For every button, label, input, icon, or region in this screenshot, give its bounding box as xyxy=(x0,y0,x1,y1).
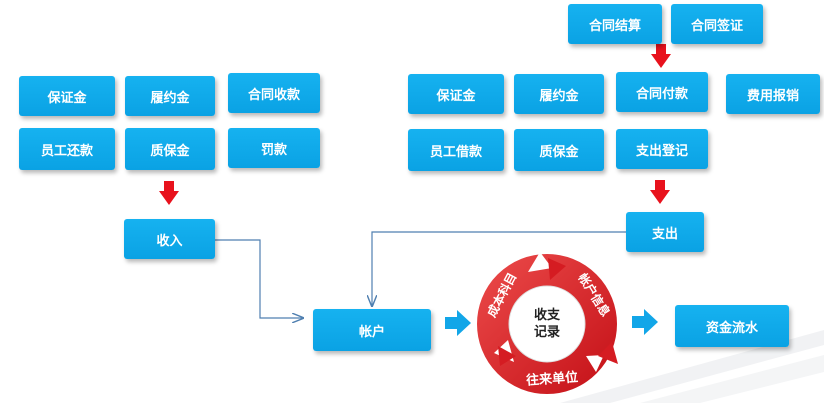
box-contract-settlement: 合同结算 xyxy=(568,4,662,44)
box-deposit-left: 保证金 xyxy=(19,76,115,116)
cycle-center-disc xyxy=(508,285,586,363)
red-down-arrow-right xyxy=(650,180,670,204)
red-down-arrow-left xyxy=(159,181,179,205)
box-performance-right-label: 履约金 xyxy=(539,88,579,104)
box-expense-registration-label: 支出登记 xyxy=(635,143,688,159)
box-contract-settlement-label: 合同结算 xyxy=(588,18,641,34)
box-penalty: 罚款 xyxy=(228,128,320,168)
box-income: 收入 xyxy=(124,219,215,259)
box-performance-right: 履约金 xyxy=(514,74,604,114)
box-warranty-left-label: 质保金 xyxy=(150,143,190,159)
box-income-label: 收入 xyxy=(156,233,183,249)
blue-right-arrow-2 xyxy=(632,309,658,335)
box-deposit-left-label: 保证金 xyxy=(47,90,87,106)
box-penalty-label: 罚款 xyxy=(260,142,287,158)
box-performance-left: 履约金 xyxy=(125,76,215,116)
blue-right-arrow-1 xyxy=(445,310,471,336)
box-performance-left-label: 履约金 xyxy=(150,90,190,106)
box-account-label: 帐户 xyxy=(358,324,385,340)
box-employee-loan: 员工借款 xyxy=(408,129,504,171)
box-deposit-right: 保证金 xyxy=(408,74,504,114)
income-to-account-connector xyxy=(215,239,303,318)
cycle-center-text: 收支 记录 xyxy=(517,304,577,344)
box-deposit-right-label: 保证金 xyxy=(436,88,476,104)
box-expense-reimbursement: 费用报销 xyxy=(726,74,820,114)
cycle-center-line1: 收支 xyxy=(533,308,560,323)
box-warranty-right-label: 质保金 xyxy=(539,144,579,160)
expense-to-account-connector xyxy=(372,231,626,306)
cycle-center-line2: 记录 xyxy=(533,325,560,340)
box-contract-visa-label: 合同签证 xyxy=(690,18,743,34)
box-expense-label: 支出 xyxy=(651,226,678,242)
box-account: 帐户 xyxy=(313,309,431,351)
box-warranty-right: 质保金 xyxy=(514,129,604,171)
box-expense-reimbursement-label: 费用报销 xyxy=(746,88,799,104)
box-employee-repayment-label: 员工还款 xyxy=(40,143,93,159)
box-contract-visa: 合同签证 xyxy=(671,4,763,44)
box-employee-loan-label: 员工借款 xyxy=(429,144,482,160)
red-down-arrow-top-right xyxy=(651,44,671,68)
box-employee-repayment: 员工还款 xyxy=(19,128,115,170)
box-warranty-left: 质保金 xyxy=(125,128,215,170)
box-expense-registration: 支出登记 xyxy=(616,129,708,169)
box-fund-flow: 资金流水 xyxy=(675,305,789,347)
box-expense: 支出 xyxy=(626,212,704,252)
cycle-ring xyxy=(477,252,618,394)
box-fund-flow-label: 资金流水 xyxy=(705,320,758,336)
box-contract-receipt: 合同收款 xyxy=(228,73,320,113)
box-contract-payment-label: 合同付款 xyxy=(635,86,688,102)
box-contract-receipt-label: 合同收款 xyxy=(247,87,300,103)
box-contract-payment: 合同付款 xyxy=(616,72,708,112)
